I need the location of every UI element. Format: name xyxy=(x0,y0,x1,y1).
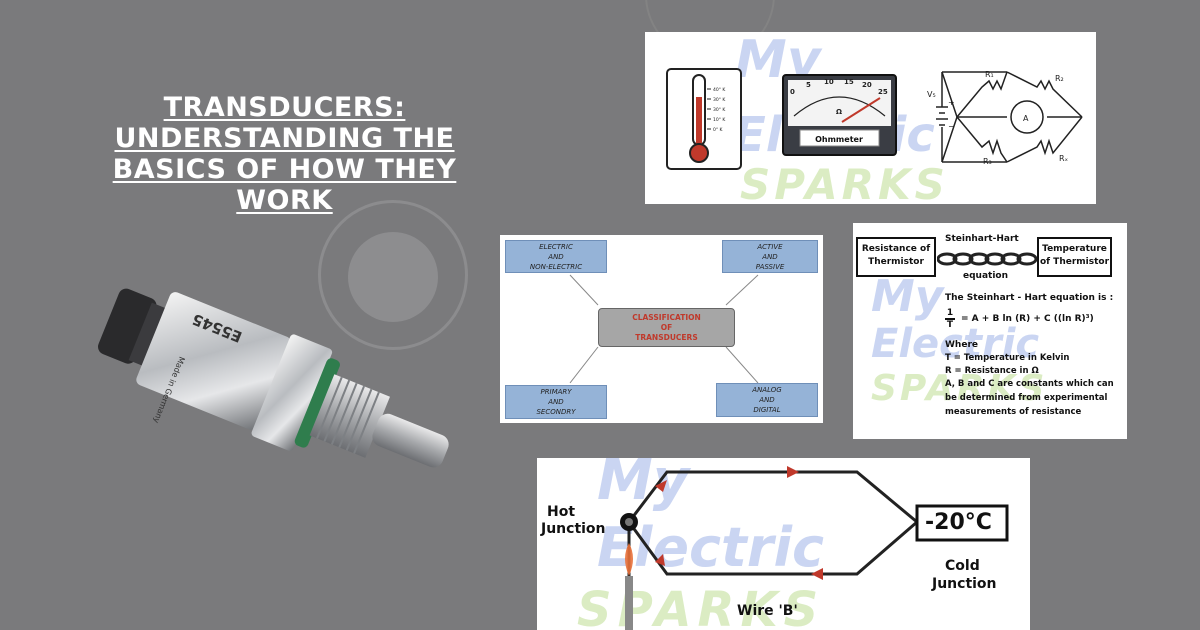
frac-numerator: 1 xyxy=(946,308,954,318)
transducer-sensor-image: E5545 Made in Germany xyxy=(98,288,449,468)
classification-active-box: ACTIVE AND PASSIVE xyxy=(722,240,818,273)
panel-resistance-measurement: My Electric SPARKS 40° K 30° K 30° K 10°… xyxy=(645,32,1096,204)
definition-t: T = Temperature in Kelvin xyxy=(945,353,1070,363)
therm-tick-2: 30° K xyxy=(713,107,726,113)
panel-classification: ELECTRIC AND NON-ELECTRIC ACTIVE AND PAS… xyxy=(500,235,823,423)
bridge-plus: + xyxy=(948,98,955,107)
cold-junction-label-1: Cold xyxy=(945,558,980,574)
chain-label-top: Steinhart-Hart xyxy=(945,234,1019,244)
classification-electric-box: ELECTRIC AND NON-ELECTRIC xyxy=(505,240,607,273)
bridge-r1-label: R₁ xyxy=(985,70,994,79)
classification-primary-box: PRIMARY AND SECONDRY xyxy=(505,385,607,419)
bridge-ammeter-label: A xyxy=(1023,114,1029,123)
meter-tick-20: 20 xyxy=(862,81,872,89)
classification-arrows xyxy=(569,274,759,384)
therm-tick-1: 30° K xyxy=(713,97,726,103)
definition-r: R = Resistance in Ω xyxy=(945,366,1039,376)
steinhart-left-box: Resistance of Thermistor xyxy=(856,237,936,277)
meter-tick-25: 25 xyxy=(878,88,888,96)
bridge-rx-label: Rₓ xyxy=(1059,154,1069,163)
definition-abc-3: measurements of resistance xyxy=(945,407,1082,417)
bridge-r2-label: R₂ xyxy=(1055,74,1064,83)
wire-b-label: Wire 'B' xyxy=(737,603,798,619)
classification-center: CLASSIFICATION OF TRANSDUCERS xyxy=(598,308,735,347)
thermometer-diagram: 40° K 30° K 30° K 10° K 0° K xyxy=(666,68,742,170)
ohmmeter-diagram: 0 5 10 15 20 25 Ω Ohmmeter xyxy=(782,74,897,156)
therm-tick-0: 40° K xyxy=(713,87,726,93)
steinhart-right-box: Temperature of Thermistor xyxy=(1037,237,1112,277)
meter-tick-0: 0 xyxy=(790,88,795,96)
chain-label-bottom: equation xyxy=(963,271,1009,281)
panel-thermocouple: My Electric SPARKS Hot Junction -20°C Co… xyxy=(537,458,1030,630)
temperature-reading: -20°C xyxy=(925,510,992,535)
steinhart-equation: 1 T = A + B ln (R) + C ((ln R)³) xyxy=(945,308,1094,330)
frac-denominator: T xyxy=(946,319,954,330)
hot-junction-label-2: Junction xyxy=(541,521,606,537)
watermark-my-2: My xyxy=(871,271,944,322)
definition-abc-1: A, B and C are constants which can xyxy=(945,379,1114,389)
meter-tick-10: 10 xyxy=(824,78,834,86)
bridge-vs-label: V₅ xyxy=(927,90,936,99)
where-label: Where xyxy=(945,340,978,350)
meter-unit: Ω xyxy=(836,108,842,116)
bridge-minus: − xyxy=(948,122,955,131)
hot-junction-label-1: Hot xyxy=(547,504,576,520)
background-decor-circle-mid xyxy=(318,200,468,350)
chain-icon xyxy=(937,252,1037,266)
bridge-r3-label: R₃ xyxy=(983,157,992,166)
panel-steinhart-hart: My Electric SPARKS Resistance of Thermis… xyxy=(853,223,1127,439)
page-title: TRANSDUCERS: UNDERSTANDING THE BASICS OF… xyxy=(112,92,457,216)
background-decor-circle-mid-inner xyxy=(348,232,438,322)
meter-tick-15: 15 xyxy=(844,78,854,86)
equation-rhs: = A + B ln (R) + C ((ln R)³) xyxy=(961,313,1094,324)
thermocouple-circuit xyxy=(620,466,1009,630)
definition-abc-2: be determined from experimental xyxy=(945,393,1108,403)
watermark-sparks: SPARKS xyxy=(740,160,949,204)
steinhart-intro: The Steinhart - Hart equation is : xyxy=(945,293,1114,303)
meter-tick-5: 5 xyxy=(806,81,811,89)
ohmmeter-label: Ohmmeter xyxy=(815,135,863,144)
wheatstone-bridge-diagram: A R₁ R₂ R₃ Rₓ V₅ + − xyxy=(927,70,1083,166)
classification-analog-box: ANALOG AND DIGITAL xyxy=(716,383,818,417)
therm-tick-4: 0° K xyxy=(713,127,724,133)
therm-tick-3: 10° K xyxy=(713,117,726,123)
cold-junction-label-2: Junction xyxy=(932,576,997,592)
